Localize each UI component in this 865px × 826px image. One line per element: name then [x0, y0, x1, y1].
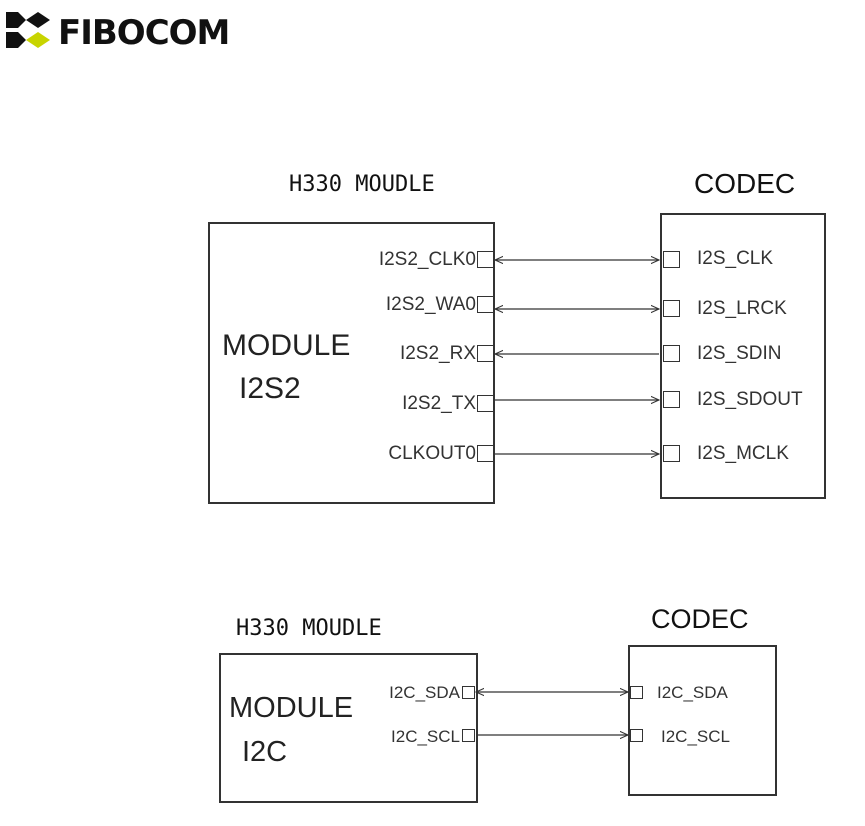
connection-wires — [0, 0, 865, 826]
